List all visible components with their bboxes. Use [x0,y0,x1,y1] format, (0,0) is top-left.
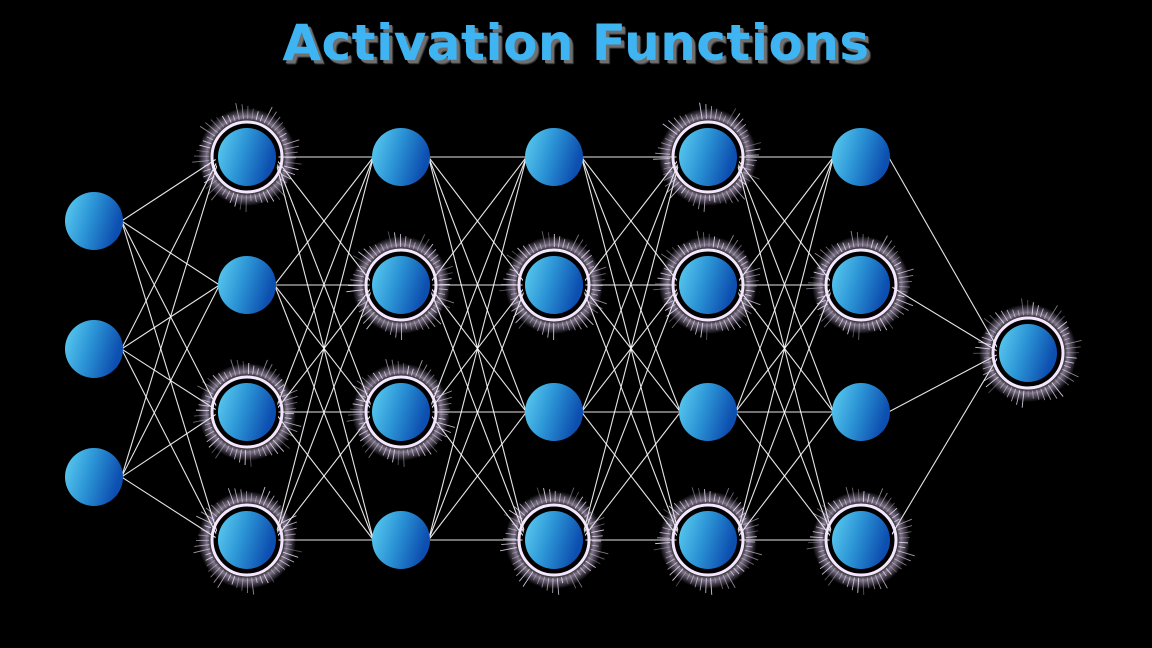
neuron-circle [525,128,583,186]
connection-3-3-0 [581,156,681,541]
connection-3-2-0 [581,156,681,413]
neuron-l3-n1-activated [499,231,607,341]
activation-spikes [972,298,1082,408]
connection-1-3-0 [274,156,374,541]
neuron-l0-n0 [65,192,123,250]
neuron-circle [679,383,737,441]
neuron-l5-n3-activated [806,486,915,595]
diagram-title: Activation Functions [282,14,870,72]
neuron-circle [832,256,890,314]
connection-4-3-0 [735,156,834,541]
neuron-l2-n1-activated [346,231,455,341]
activation-ring [210,503,284,577]
neuron-circle [218,256,276,314]
neuron-l5-n1-activated [806,230,914,340]
neuron-l2-n0 [372,128,430,186]
activation-ring [517,503,591,577]
neuron-l4-n0-activated [653,102,762,212]
activation-ring [671,120,745,194]
neuron-circle [525,511,583,569]
connection-2-3-2 [428,411,527,541]
activation-spikes [499,487,609,595]
neuron-l1-n1 [218,256,276,314]
neuron-circle [372,511,430,569]
neuron-circle [372,128,430,186]
neuron-l2-n2-activated [346,359,455,467]
activation-ring [210,120,284,194]
neuron-l4-n3-activated [653,487,763,595]
neuron-l4-n1-activated [653,231,761,340]
neuron-l0-n2 [65,448,123,506]
connection-0-2-0 [121,156,220,478]
activation-spikes [346,231,455,341]
neuron-circle [679,256,737,314]
activation-spikes [192,103,302,212]
neuron-circle [832,128,890,186]
neuron-l2-n3 [372,511,430,569]
activation-spikes [346,359,455,467]
activation-spikes [806,230,914,340]
neuron-circle [679,511,737,569]
activation-ring [210,375,284,449]
neuron-l1-n0-activated [192,103,302,212]
connection-2-2-0 [428,156,527,413]
neuron-circle [372,383,430,441]
neuron-l1-n2-activated [192,359,302,467]
connection-5-3-0 [888,352,1001,541]
connection-0-2-1 [121,284,220,478]
neuron-l3-n2 [525,383,583,441]
activation-spikes [499,231,607,341]
neuron-circle [832,511,890,569]
connection-1-1-0 [274,156,374,286]
neuron-l4-n2 [679,383,737,441]
connection-4-3-1 [735,284,834,541]
neuron-circle [218,383,276,441]
connection-0-1-0 [121,156,220,350]
neuron-l5-n0 [832,128,890,186]
activation-spikes [192,359,302,467]
neuron-l0-n1 [65,320,123,378]
neuron-circle [65,320,123,378]
neuron-l3-n3-activated [499,487,609,595]
activation-spikes [193,486,302,595]
neurons [65,102,1082,595]
activation-ring [517,248,591,322]
connection-4-2-0 [735,156,834,413]
neuron-l6-n0-activated [972,298,1082,408]
activation-spikes [653,231,761,340]
activation-spikes [653,102,762,212]
activation-ring [824,503,898,577]
neuron-l3-n0 [525,128,583,186]
neuron-circle [218,128,276,186]
connection-1-3-1 [274,284,374,541]
neuron-l5-n2 [832,383,890,441]
neuron-circle [525,383,583,441]
neuron-circle [832,383,890,441]
connection-3-3-1 [581,284,681,541]
activation-ring [824,248,898,322]
activation-ring [364,248,438,322]
neuron-circle [65,448,123,506]
connections [121,156,1001,541]
connection-5-0-0 [888,156,1001,354]
neuron-circle [525,256,583,314]
connection-2-3-0 [428,156,527,541]
neuron-circle [999,324,1057,382]
activation-ring [364,375,438,449]
activation-ring [671,503,745,577]
activation-spikes [653,487,763,595]
connection-1-2-0 [274,156,374,413]
neuron-circle [65,192,123,250]
activation-ring [671,248,745,322]
activation-spikes [806,486,915,595]
neuron-circle [372,256,430,314]
neuron-circle [218,511,276,569]
neuron-circle [679,128,737,186]
neuron-l1-n3-activated [193,486,302,595]
activation-ring [991,316,1065,390]
connection-2-3-1 [428,284,527,541]
